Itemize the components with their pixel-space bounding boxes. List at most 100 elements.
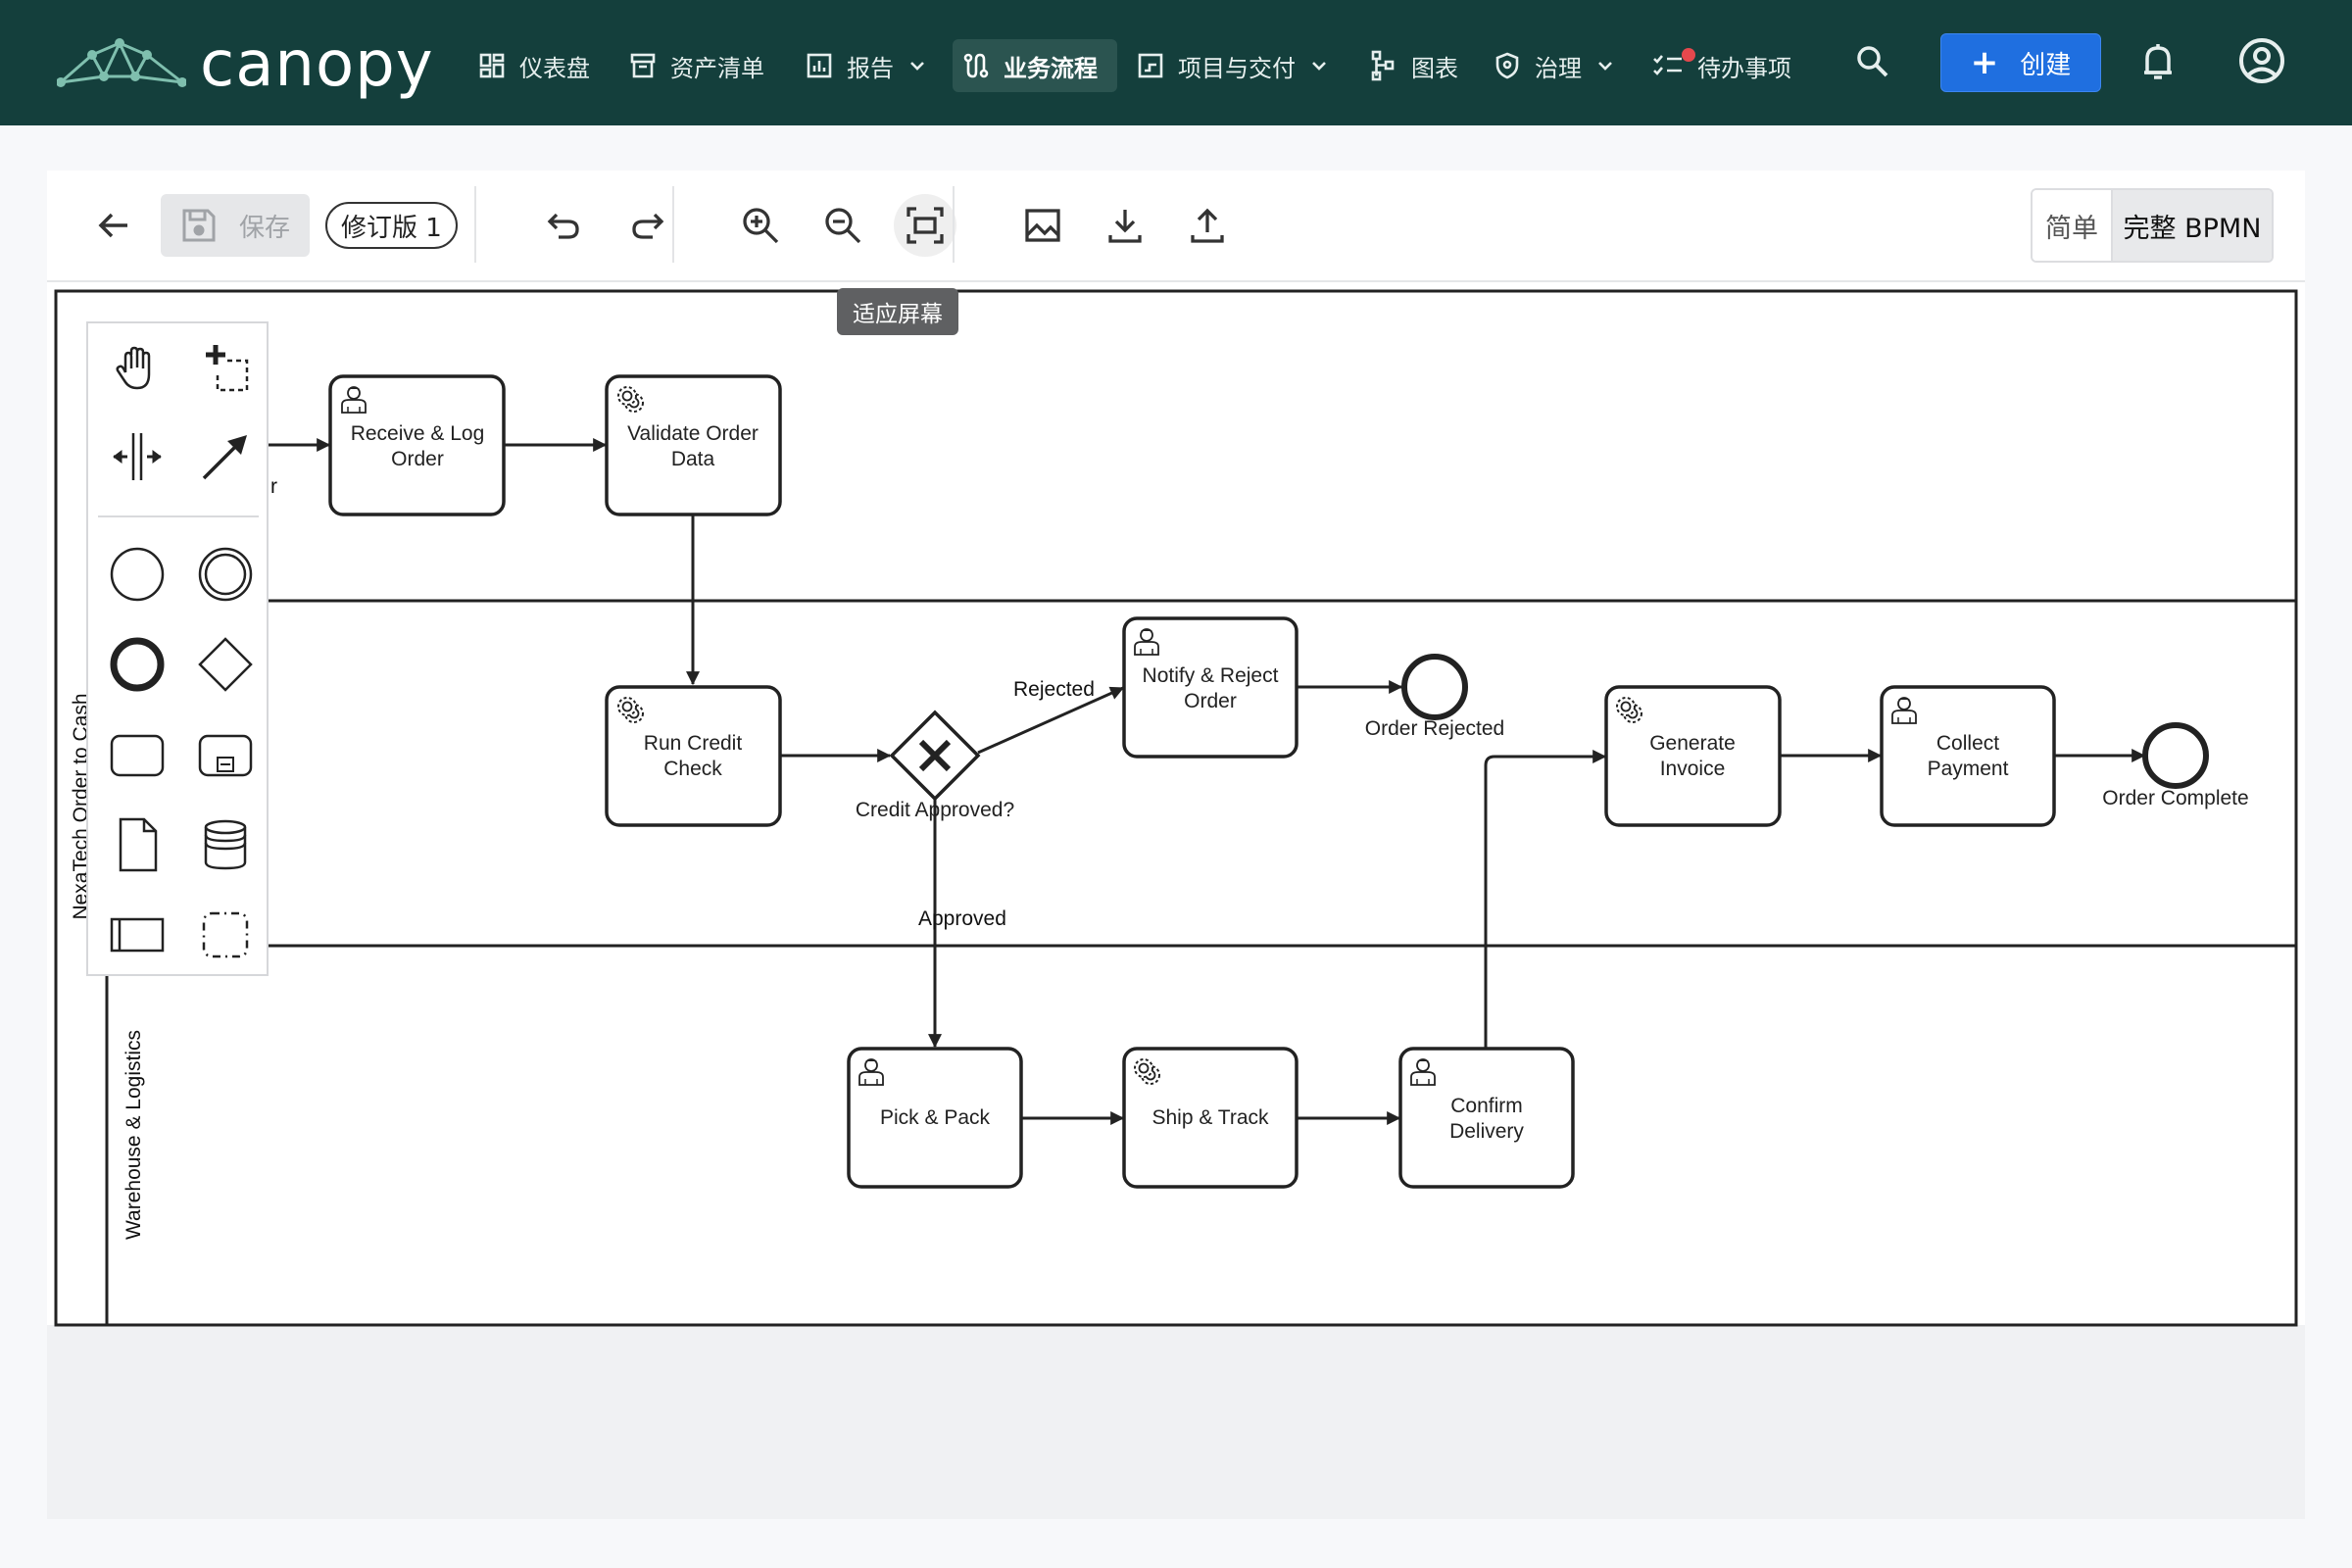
- data-object-tool[interactable]: [106, 813, 169, 876]
- subprocess-tool[interactable]: [194, 723, 257, 786]
- end-event-order-rejected[interactable]: [1401, 654, 1468, 720]
- task-label: Payment: [1928, 758, 2009, 780]
- search-button[interactable]: [1850, 39, 1895, 84]
- toolbar-divider: [953, 186, 955, 263]
- data-store-icon: [204, 819, 247, 870]
- arrow-left-icon: [98, 213, 127, 238]
- save-label: 保存: [238, 213, 290, 243]
- nav-item-reports[interactable]: 报告: [796, 39, 937, 92]
- intermediate-event-tool[interactable]: [194, 543, 257, 606]
- task-label: Validate Order: [627, 422, 759, 445]
- task-ship-track[interactable]: Ship & Track: [1122, 1047, 1298, 1189]
- download-button[interactable]: [1094, 194, 1156, 257]
- pool-icon: [110, 917, 165, 953]
- zoom-out-icon: [825, 208, 861, 244]
- download-icon: [1108, 210, 1142, 243]
- task-pick-pack[interactable]: Pick & Pack: [847, 1047, 1023, 1189]
- nav-label: 治理: [1535, 54, 1582, 82]
- hand-tool[interactable]: [106, 337, 169, 400]
- task-label: Invoice: [1660, 758, 1726, 780]
- nav-label: 报告: [847, 54, 894, 82]
- nav-item-todo[interactable]: 待办事项: [1642, 39, 1801, 92]
- shield-icon: [1495, 52, 1519, 79]
- bell-icon: [2144, 44, 2172, 79]
- fit-screen-button[interactable]: [894, 194, 956, 257]
- mode-full-bpmn-option[interactable]: 完整 BPMN: [2113, 190, 2272, 261]
- end-event-tool[interactable]: [106, 633, 169, 696]
- image-icon: [1025, 209, 1060, 242]
- exclusive-gateway-credit-approved[interactable]: [889, 710, 981, 802]
- upload-button[interactable]: [1176, 194, 1239, 257]
- plus-icon: +: [1970, 43, 1999, 82]
- group-tool[interactable]: [194, 904, 257, 966]
- end-event-icon: [110, 637, 165, 692]
- nav-label: 仪表盘: [519, 54, 590, 82]
- checklist-icon: [1653, 55, 1682, 75]
- pool-tool[interactable]: [106, 904, 169, 966]
- nav-item-diagrams[interactable]: 图表: [1360, 39, 1468, 92]
- gateway-tool[interactable]: [194, 633, 257, 696]
- flow-rejected[interactable]: [977, 686, 1125, 755]
- notifications-button[interactable]: [2136, 37, 2180, 86]
- zoom-in-button[interactable]: [729, 194, 792, 257]
- undo-button[interactable]: [533, 194, 596, 257]
- undo-icon: [547, 213, 579, 239]
- gateway-icon: [198, 637, 253, 692]
- space-tool[interactable]: [106, 425, 169, 488]
- search-icon: [1857, 46, 1888, 77]
- nav-item-projects[interactable]: 项目与交付: [1127, 39, 1339, 92]
- connect-tool[interactable]: [194, 425, 257, 488]
- task-label: Notify & Reject: [1143, 664, 1279, 687]
- svg-text:Ship & Track: Ship & Track: [1152, 1106, 1269, 1129]
- connect-arrow-icon: [202, 435, 247, 480]
- end-event-label: Order Complete: [2102, 787, 2248, 809]
- project-icon: [1138, 53, 1163, 78]
- mode-simple-option[interactable]: 简单: [2033, 190, 2113, 261]
- archive-icon: [630, 53, 656, 78]
- start-event-tool[interactable]: [106, 543, 169, 606]
- chevron-down-icon: [1598, 62, 1612, 71]
- flow-confirm-to-invoice[interactable]: [1484, 750, 1607, 1048]
- gateway-label: Credit Approved?: [856, 799, 1014, 821]
- save-icon: [182, 209, 216, 242]
- zoom-out-button[interactable]: [811, 194, 874, 257]
- task-label: Delivery: [1449, 1120, 1524, 1143]
- create-button[interactable]: + 创建: [1940, 33, 2101, 92]
- bpmn-mode-toggle: 简单 完整 BPMN: [2031, 188, 2274, 263]
- nav-item-governance[interactable]: 治理: [1484, 39, 1625, 92]
- data-store-tool[interactable]: [194, 813, 257, 876]
- user-profile-button[interactable]: [2236, 35, 2287, 86]
- lasso-tool[interactable]: [194, 337, 257, 400]
- nav-item-inventory[interactable]: 资产清单: [619, 39, 774, 92]
- fit-screen-tooltip: 适应屏幕: [837, 288, 958, 335]
- export-image-button[interactable]: [1011, 194, 1074, 257]
- task-icon: [110, 734, 165, 777]
- revision-badge: 修订版 1: [325, 202, 458, 249]
- upload-icon: [1191, 208, 1224, 243]
- nav-item-business-process[interactable]: 业务流程: [953, 39, 1117, 92]
- app-logo[interactable]: canopy: [57, 25, 434, 104]
- intermediate-event-icon: [198, 547, 253, 602]
- end-event-order-complete[interactable]: [2142, 722, 2209, 789]
- nav-item-dashboard[interactable]: 仪表盘: [468, 39, 600, 92]
- save-button[interactable]: 保存: [161, 194, 310, 257]
- task-label: Run Credit: [644, 732, 743, 755]
- back-button[interactable]: [82, 194, 145, 257]
- dashboard-icon: [479, 53, 505, 78]
- redo-button[interactable]: [615, 194, 678, 257]
- start-event-icon: [110, 547, 165, 602]
- nav-label: 图表: [1411, 54, 1458, 82]
- space-tool-icon: [113, 433, 162, 480]
- task-tool[interactable]: [106, 723, 169, 786]
- task-label: Collect: [1936, 732, 1999, 755]
- toolbar-divider: [474, 186, 476, 263]
